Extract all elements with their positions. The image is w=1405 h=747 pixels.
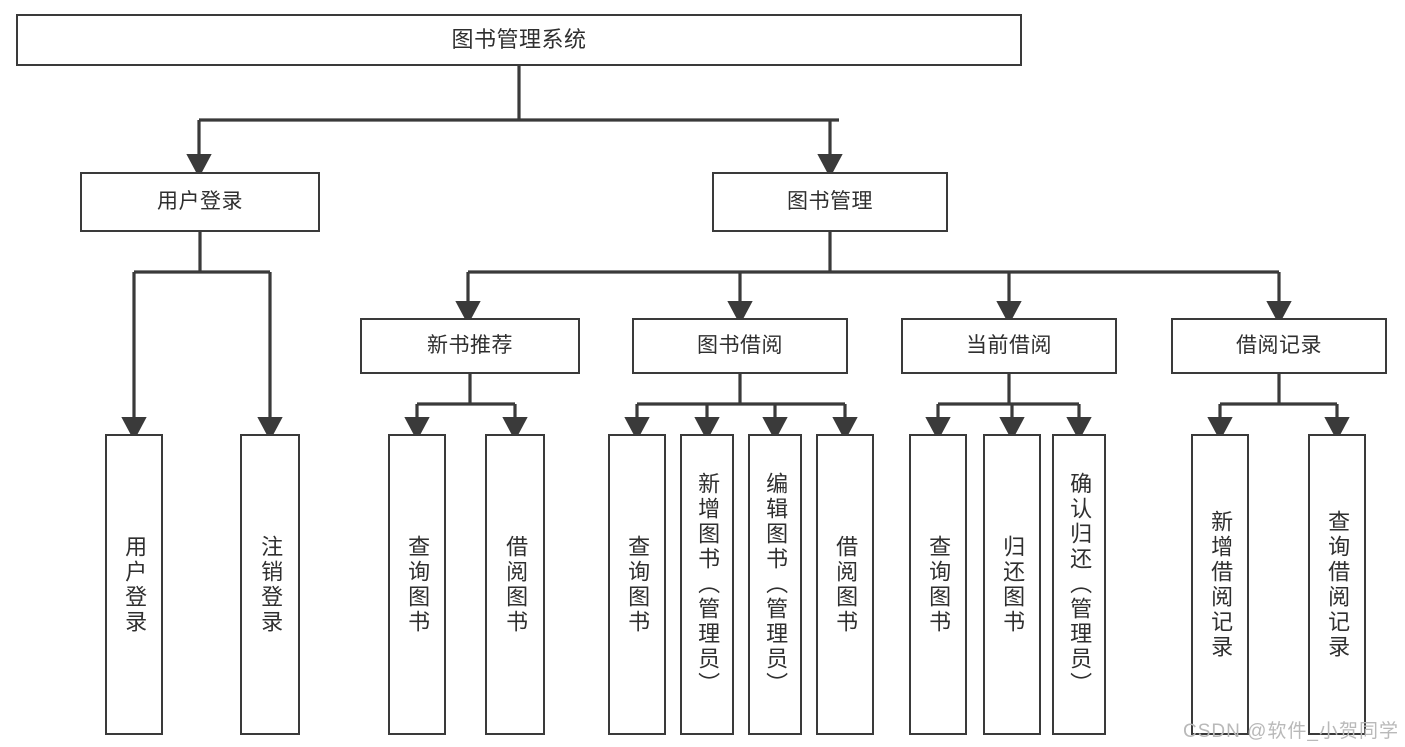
node-label: 当前借阅 <box>966 333 1052 357</box>
node-label: 查询图书 <box>405 534 431 635</box>
leaf-query-book-new[interactable]: 查询图书 <box>388 434 446 735</box>
node-label: 新增图书（管理员） <box>695 472 721 697</box>
leaf-borrow-book-new[interactable]: 借阅图书 <box>485 434 545 735</box>
node-label: 确认归还（管理员） <box>1067 472 1093 697</box>
leaf-query-book-borrow[interactable]: 查询图书 <box>608 434 666 735</box>
leaf-add-borrow-record[interactable]: 新增借阅记录 <box>1191 434 1249 735</box>
leaf-add-book-admin[interactable]: 新增图书（管理员） <box>680 434 734 735</box>
node-label: 借阅图书 <box>833 534 859 635</box>
node-label: 查询图书 <box>926 534 952 635</box>
node-label: 图书管理 <box>787 189 873 213</box>
node-label: 查询借阅记录 <box>1325 509 1351 660</box>
node-label: 借阅图书 <box>503 534 529 635</box>
node-label: 借阅记录 <box>1236 333 1322 357</box>
node-book-borrow[interactable]: 图书借阅 <box>632 318 848 374</box>
watermark: CSDN @软件_小贺同学 <box>1183 721 1399 742</box>
leaf-confirm-return-admin[interactable]: 确认归还（管理员） <box>1052 434 1106 735</box>
leaf-query-book-current[interactable]: 查询图书 <box>909 434 967 735</box>
leaf-query-borrow-record[interactable]: 查询借阅记录 <box>1308 434 1366 735</box>
leaf-user-login[interactable]: 用户登录 <box>105 434 163 735</box>
node-label: 新增借阅记录 <box>1208 509 1234 660</box>
leaf-return-book[interactable]: 归还图书 <box>983 434 1041 735</box>
node-user-login[interactable]: 用户登录 <box>80 172 320 232</box>
leaf-lend-book[interactable]: 借阅图书 <box>816 434 874 735</box>
node-book-management[interactable]: 图书管理 <box>712 172 948 232</box>
node-borrow-record[interactable]: 借阅记录 <box>1171 318 1387 374</box>
node-label: 用户登录 <box>122 534 148 635</box>
node-root-system[interactable]: 图书管理系统 <box>16 14 1022 66</box>
node-current-borrow[interactable]: 当前借阅 <box>901 318 1117 374</box>
node-label: 查询图书 <box>625 534 651 635</box>
leaf-edit-book-admin[interactable]: 编辑图书（管理员） <box>748 434 802 735</box>
node-label: 图书管理系统 <box>451 27 587 53</box>
node-label: 图书借阅 <box>697 333 783 357</box>
node-label: 注销登录 <box>258 534 284 635</box>
node-new-book-recommend[interactable]: 新书推荐 <box>360 318 580 374</box>
node-label: 编辑图书（管理员） <box>763 472 789 697</box>
leaf-logout[interactable]: 注销登录 <box>240 434 300 735</box>
node-label: 用户登录 <box>157 189 243 213</box>
node-label: 新书推荐 <box>427 333 513 357</box>
node-label: 归还图书 <box>1000 534 1026 635</box>
